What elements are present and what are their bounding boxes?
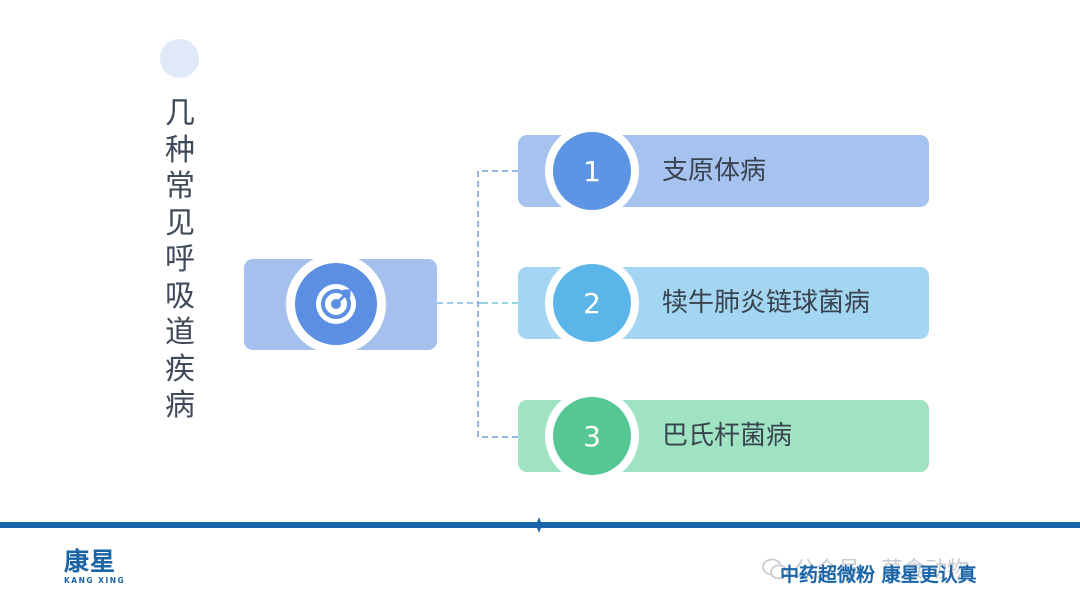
logo-subtext: KANG XING bbox=[64, 576, 126, 585]
wechat-icon bbox=[762, 558, 788, 580]
watermark: 公众号 · 草食动物 bbox=[762, 552, 969, 584]
item-2-number: 2 bbox=[553, 264, 631, 342]
item-1-number: 1 bbox=[553, 132, 631, 210]
watermark-text: 公众号 · 草食动物 bbox=[794, 558, 969, 583]
company-logo: 康星 KANG XING bbox=[64, 547, 134, 586]
diamond-icon bbox=[536, 517, 542, 533]
decorative-circle bbox=[160, 39, 199, 78]
item-2-label: 犊牛肺炎链球菌病 bbox=[662, 288, 871, 318]
slogan: 中药超微粉 康星更认真 bbox=[780, 564, 977, 586]
logo-text: 康星 bbox=[64, 547, 117, 576]
item-3-label: 巴氏杆菌病 bbox=[662, 421, 793, 451]
item-1-label: 支原体病 bbox=[662, 156, 767, 186]
slide-title: 几种常见呼吸道疾病 bbox=[165, 96, 195, 423]
item-3-number: 3 bbox=[553, 397, 631, 475]
target-arrow-icon bbox=[316, 284, 356, 324]
